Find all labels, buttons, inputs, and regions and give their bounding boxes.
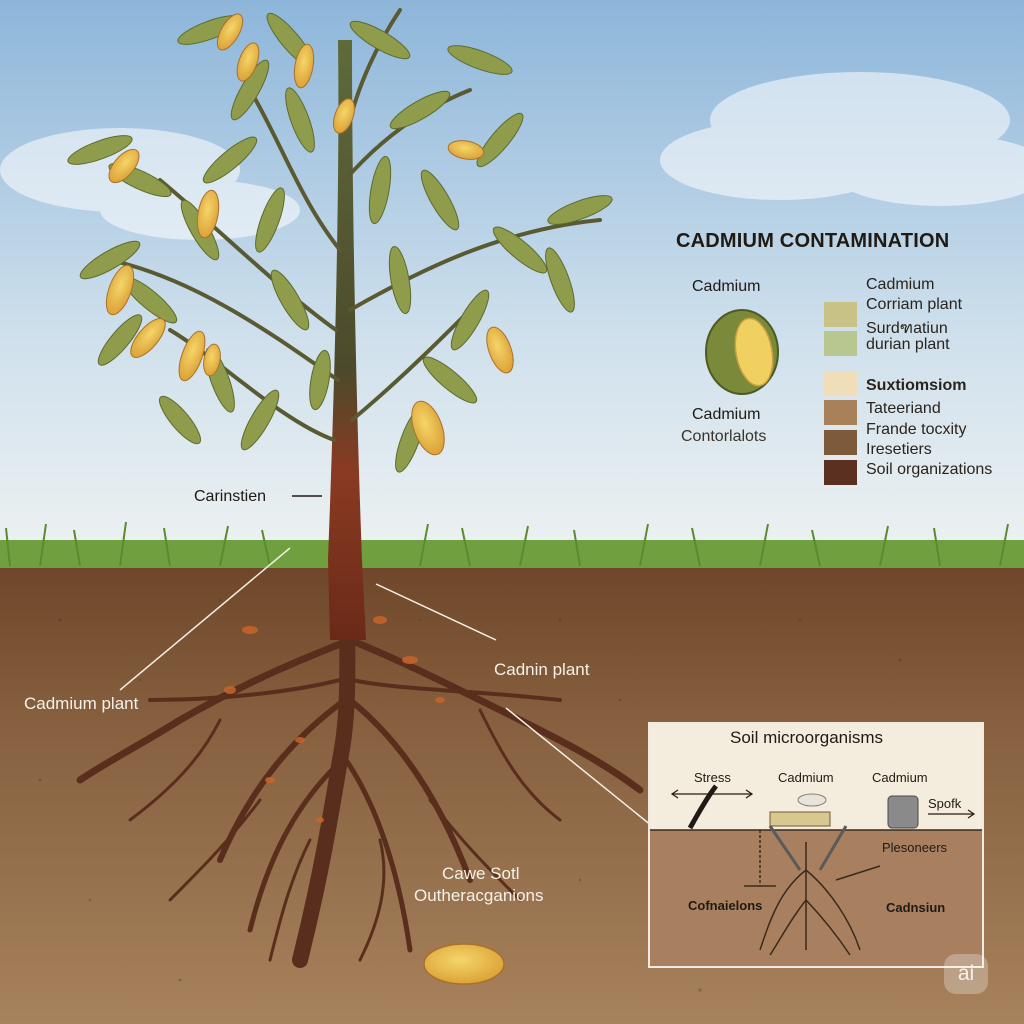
- tree-trunk: [328, 40, 366, 640]
- legend-swatch-suxtiomsiom: [824, 371, 857, 396]
- inset-label-cadnsiun: Cadnsiun: [886, 900, 946, 915]
- inset-panel: [648, 722, 984, 968]
- label-cadmium-plant: Cadmium plant: [24, 694, 139, 713]
- label-carinstien: Carinstien: [194, 488, 267, 505]
- legend-swatch-frande: [824, 430, 857, 455]
- legend-item-soil: Soil organizations: [866, 461, 993, 478]
- label-cadnin-plant: Cadnin plant: [494, 660, 590, 679]
- inset-label-plesoneers: Plesoneers: [882, 840, 948, 855]
- label-cawe-soil: Cawe Sotl: [442, 864, 520, 883]
- durian-icon: [705, 309, 779, 395]
- inset-label-spofk: Spofk: [928, 796, 962, 811]
- grass-blades: [5, 521, 1009, 567]
- inset-drawing: [650, 724, 982, 966]
- label-outheracganions: Outheracganions: [414, 886, 544, 905]
- inset-label-cofnaielons: Cofnaielons: [688, 898, 763, 913]
- legend-title: CADMIUM CONTAMINATION: [676, 230, 950, 252]
- fruit-caption-top: Cadmium: [692, 278, 761, 295]
- durian-fruits: [105, 13, 514, 456]
- legend-item-frande: Frande tocxity: [866, 421, 967, 438]
- clouds: [0, 72, 1024, 240]
- ground-durian: [423, 943, 505, 985]
- legend-item-durian: durian plant: [866, 336, 950, 353]
- legend-item-tateeriand: Tateeriand: [866, 400, 941, 417]
- fruit-caption-bottom-line1: Cadmium: [692, 406, 761, 423]
- legend-swatch-durian: [824, 331, 857, 356]
- legend-swatch-corriam: [824, 302, 857, 327]
- grass-band: [0, 540, 1024, 568]
- legend-group1-header: Cadmium: [866, 276, 935, 293]
- legend-item-corriam: Corriam plant: [866, 296, 963, 313]
- legend-swatch-soil: [824, 460, 857, 485]
- inset-label-cadmium-1: Cadmium: [778, 770, 834, 785]
- legend-item-iresetiers: Iresetiers: [866, 441, 932, 458]
- legend-swatch-tateeriand: [824, 400, 857, 425]
- ai-badge: ai: [944, 954, 988, 994]
- legend-group2-header: Suxtiomsiom: [866, 377, 967, 394]
- inset-title: Soil microorganisms: [730, 728, 884, 747]
- inset-label-stress: Stress: [694, 770, 731, 785]
- legend-item-surd: Surdฑatiun: [866, 320, 948, 337]
- pointer-lines: [119, 495, 653, 827]
- fruit-caption-bottom-line2: Contorlalots: [681, 428, 767, 445]
- inset-label-cadmium-2: Cadmium: [872, 770, 928, 785]
- cadmium-particles: [224, 616, 445, 823]
